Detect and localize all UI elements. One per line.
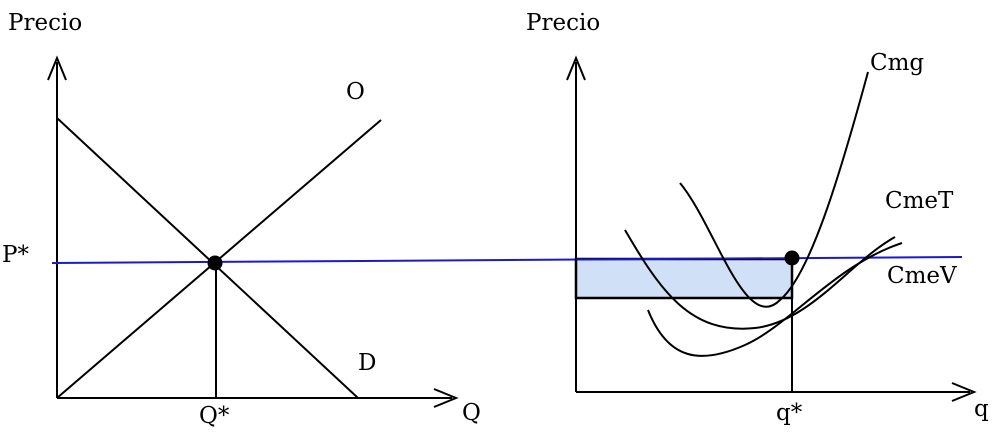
left-x-axis-arrow — [433, 388, 459, 408]
profit-rectangle — [574, 257, 794, 300]
left-x-axis-label: Q — [462, 400, 481, 426]
market-equilibrium-point — [207, 255, 223, 271]
demand-label: D — [358, 350, 376, 376]
average-variable-cost-label: CmeV — [887, 263, 957, 289]
right-x-axis-arrow — [951, 382, 977, 402]
average-total-cost-curve — [647, 242, 903, 357]
average-variable-cost-curve — [624, 229, 896, 330]
right-y-axis-arrow — [566, 55, 586, 81]
marginal-cost-curve — [679, 71, 869, 308]
firm-equilibrium-point — [784, 250, 800, 266]
left-y-axis-arrow — [47, 55, 67, 81]
marginal-cost-label: Cmg — [870, 50, 924, 76]
firm-quantity-label: q* — [776, 400, 803, 426]
left-y-axis-label: Precio — [8, 10, 82, 36]
right-x-axis-label: q — [974, 396, 989, 422]
equilibrium-price-label: P* — [2, 242, 29, 268]
right-panel: Precio q q* Cmg CmeT CmeV — [526, 10, 989, 426]
right-y-axis-label: Precio — [526, 10, 600, 36]
supply-label: O — [346, 79, 365, 105]
equilibrium-quantity-label: Q* — [199, 403, 230, 429]
demand-curve — [56, 117, 359, 399]
market-price-line — [51, 256, 963, 264]
left-panel: Precio Q P* Q* O D — [2, 10, 481, 429]
average-total-cost-label: CmeT — [885, 188, 954, 214]
